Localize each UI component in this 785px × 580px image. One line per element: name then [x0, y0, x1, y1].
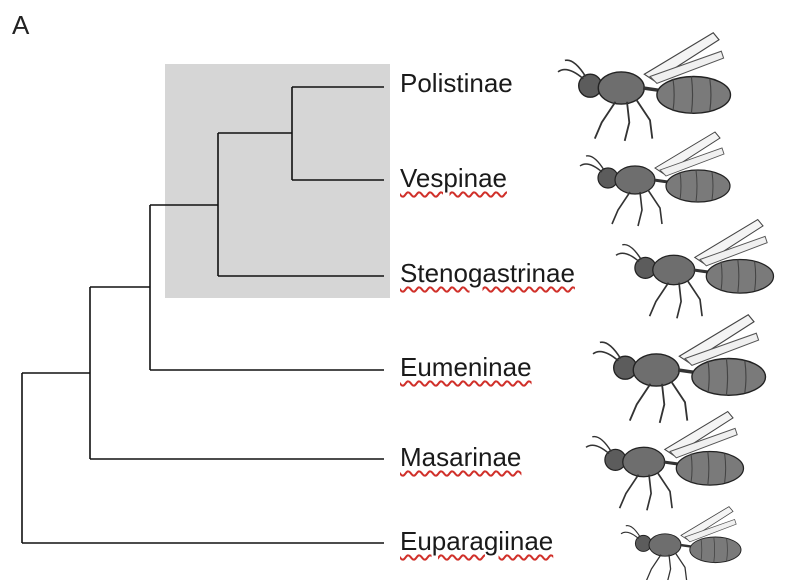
wasp-illustration [558, 33, 731, 141]
wasp-illustration [593, 315, 766, 423]
wasp-illustration [580, 132, 730, 226]
taxon-label-vespinae: Vespinae [400, 163, 507, 194]
taxon-label-eumeninae: Eumeninae [400, 352, 532, 383]
wasp-illustration [621, 507, 741, 580]
wasp-illustration [616, 220, 774, 319]
taxon-label-masarinae: Masarinae [400, 442, 521, 473]
taxon-label-stenogastrinae: Stenogastrinae [400, 258, 575, 289]
highlighted-clade-box [165, 64, 390, 298]
taxon-label-polistinae: Polistinae [400, 68, 513, 99]
taxon-label-euparagiinae: Euparagiinae [400, 526, 553, 557]
wasp-illustration [586, 412, 744, 511]
